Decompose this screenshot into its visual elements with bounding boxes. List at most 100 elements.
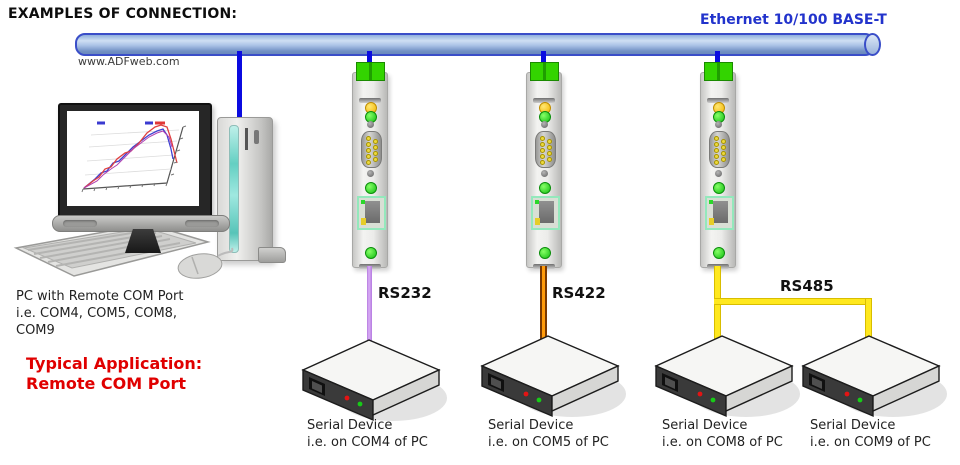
rj45-led-icon: [361, 200, 365, 204]
rj45-tab: [535, 218, 540, 225]
typical-application-line2: Remote COM Port: [26, 374, 186, 393]
db9-serial-port: [535, 131, 556, 168]
pc-caption-line: COM9: [16, 323, 55, 338]
rj45-tab: [361, 218, 366, 225]
pc-monitor-chart: [81, 121, 187, 193]
db9-pin: [373, 145, 378, 150]
db9-pin: [714, 136, 719, 141]
screw-icon: [715, 170, 722, 177]
screw-icon: [541, 170, 548, 177]
db9-pin: [721, 151, 726, 156]
converter-body: [526, 72, 562, 269]
rj45-tab: [709, 218, 714, 225]
rs232-label: RS232: [378, 284, 432, 302]
power-terminal-block: [356, 62, 385, 81]
screw-icon: [715, 121, 722, 128]
rs485-cable-drop: [714, 266, 721, 344]
ethernet-drop-to-converter-1: [367, 51, 372, 64]
ethernet-serial-converter-1: [352, 62, 388, 269]
rs485-cable-branch: [714, 298, 872, 305]
pc-caption: PC with Remote COM Port i.e. COM4, COM5,…: [16, 288, 183, 339]
ethernet-drop-to-converter-3: [715, 51, 720, 64]
serial-device-4: [801, 335, 947, 418]
db9-pin: [721, 139, 726, 144]
ethernet-bus: [75, 33, 875, 56]
device-caption-2: Serial Device i.e. on COM5 of PC: [488, 417, 609, 451]
db9-pin: [373, 139, 378, 144]
power-terminal-block: [530, 62, 559, 81]
vent-slot: [533, 98, 555, 103]
db9-serial-port: [709, 131, 730, 168]
rj45-led-icon: [709, 200, 713, 204]
pc-speaker-left: [63, 220, 97, 227]
db9-pin: [540, 160, 545, 165]
db9-pin: [366, 136, 371, 141]
rs485-label: RS485: [780, 277, 834, 295]
pc-tower-power-button: [254, 130, 259, 144]
green-led-icon: [365, 247, 377, 259]
pc-speaker-right: [185, 220, 219, 227]
device-caption-4: Serial Device i.e. on COM9 of PC: [810, 417, 931, 451]
ethernet-bus-endcap-icon: [864, 33, 881, 56]
ethernet-serial-converter-2: [526, 62, 562, 269]
ethernet-bus-label: Ethernet 10/100 BASE-T: [700, 12, 887, 28]
db9-pin: [714, 148, 719, 153]
device-caption-1: Serial Device i.e. on COM4 of PC: [307, 417, 428, 451]
converter-body: [700, 72, 736, 269]
db9-pin: [547, 145, 552, 150]
pc-caption-line: i.e. COM4, COM5, COM8,: [16, 306, 178, 321]
device-detail: i.e. on COM4 of PC: [307, 435, 428, 450]
device-name: Serial Device: [662, 418, 748, 433]
rj45-ethernet-port: [705, 196, 734, 230]
page-title: EXAMPLES OF CONNECTION:: [8, 6, 238, 22]
pc-caption-line: PC with Remote COM Port: [16, 289, 184, 304]
screw-icon: [367, 121, 374, 128]
device-name: Serial Device: [307, 418, 393, 433]
ethernet-drop-to-pc: [237, 51, 242, 118]
db9-pin: [721, 157, 726, 162]
vent-slot: [707, 98, 729, 103]
serial-device-2: [480, 335, 626, 418]
screw-icon: [541, 121, 548, 128]
green-led-icon: [713, 247, 725, 259]
green-led-icon: [365, 182, 377, 194]
device-caption-3: Serial Device i.e. on COM8 of PC: [662, 417, 783, 451]
converter-body: [352, 72, 388, 269]
db9-pin: [373, 157, 378, 162]
watermark-url: www.ADFweb.com: [78, 55, 180, 68]
db9-pin: [366, 154, 371, 159]
pc-mouse: [177, 247, 234, 279]
pc-tower-foot: [258, 247, 286, 263]
power-terminal-block: [704, 62, 733, 81]
device-name: Serial Device: [810, 418, 896, 433]
green-led-icon: [713, 182, 725, 194]
db9-pin: [540, 148, 545, 153]
typical-application-line1: Typical Application:: [26, 354, 203, 373]
pc-tower: [217, 117, 273, 261]
db9-pin: [714, 160, 719, 165]
rj45-socket: [365, 201, 380, 223]
serial-device-3: [654, 335, 800, 418]
db9-pin: [721, 145, 726, 150]
ethernet-serial-converter-3: [700, 62, 736, 269]
typical-application-caption: Typical Application: Remote COM Port: [26, 354, 202, 394]
db9-pin: [547, 151, 552, 156]
db9-pin: [366, 148, 371, 153]
db9-pin: [714, 142, 719, 147]
pc-monitor: [58, 103, 212, 219]
screw-icon: [367, 170, 374, 177]
db9-pin: [714, 154, 719, 159]
db9-pin: [540, 142, 545, 147]
green-led-icon: [539, 247, 551, 259]
serial-device-1: [301, 339, 447, 422]
db9-pin: [540, 154, 545, 159]
rs422-label: RS422: [552, 284, 606, 302]
green-led-icon: [539, 182, 551, 194]
rs232-cable: [367, 266, 372, 344]
rj45-ethernet-port: [531, 196, 560, 230]
device-detail: i.e. on COM8 of PC: [662, 435, 783, 450]
db9-pin: [366, 160, 371, 165]
db9-pin: [547, 139, 552, 144]
db9-pin: [373, 151, 378, 156]
